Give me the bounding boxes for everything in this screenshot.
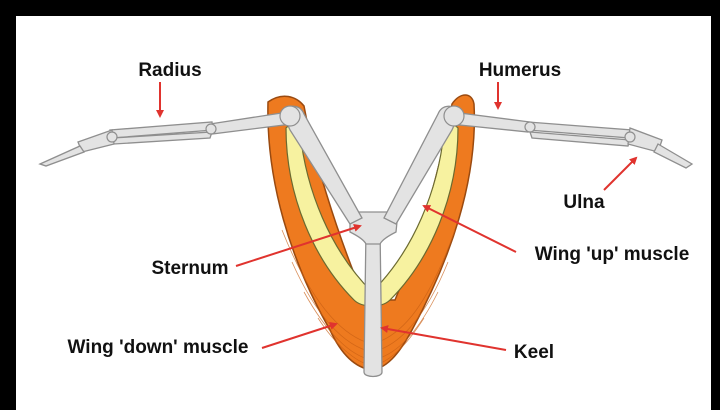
right-shoulder-joint <box>444 106 464 126</box>
label-wing-up-muscle: Wing 'up' muscle <box>535 244 690 265</box>
frame-left-border <box>0 0 16 410</box>
keel-bone <box>364 228 382 377</box>
frame-top-border <box>0 0 720 16</box>
left-shoulder-joint <box>280 106 300 126</box>
label-sternum: Sternum <box>151 258 228 279</box>
label-radius: Radius <box>138 60 201 81</box>
arrow-ulna <box>604 158 636 190</box>
label-ulna: Ulna <box>563 192 605 213</box>
skeleton <box>40 106 692 376</box>
label-humerus: Humerus <box>479 60 561 81</box>
label-keel: Keel <box>514 342 554 363</box>
frame-right-border <box>711 0 720 410</box>
arrow-wing-down-muscle <box>262 324 336 348</box>
label-wing-down-muscle: Wing 'down' muscle <box>68 337 249 358</box>
